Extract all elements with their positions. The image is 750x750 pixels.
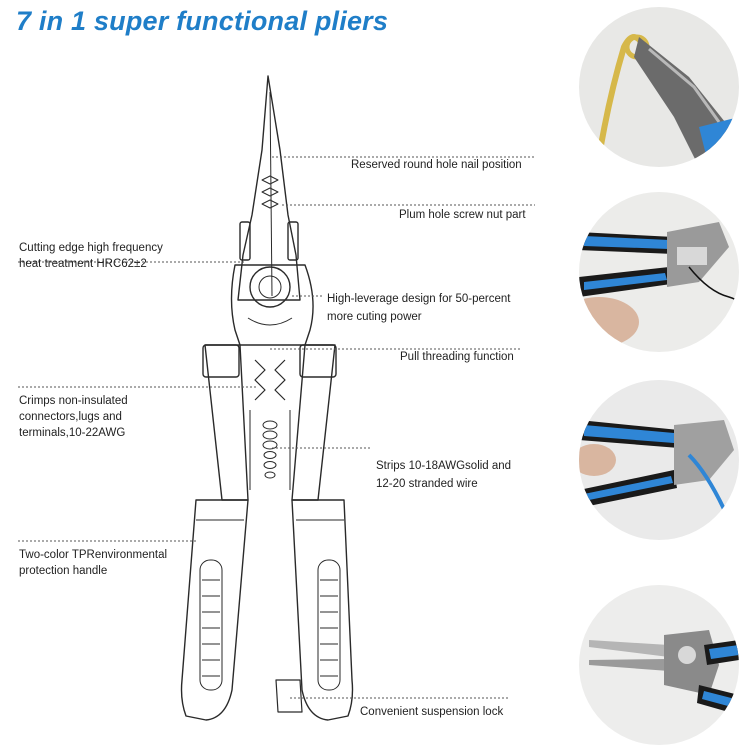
callout-strip-line2: 12-20 stranded wire xyxy=(376,478,478,490)
callout-round-hole: Reserved round hole nail position xyxy=(351,159,522,171)
callout-crimp-line3: terminals,10-22AWG xyxy=(19,427,126,439)
photo-cutting-blue-wire xyxy=(579,380,739,540)
right-handle xyxy=(291,499,354,721)
callout-strip: Strips 10-18AWGsolid and 12-20 stranded … xyxy=(376,457,511,493)
callout-cutting-edge: Cutting edge high frequency heat treatme… xyxy=(19,240,163,272)
photo-stripping-wire xyxy=(579,192,739,352)
callout-leverage: High-leverage design for 50-percent more… xyxy=(327,290,510,326)
callout-pull-thread: Pull threading function xyxy=(400,351,514,363)
callout-plum-hole: Plum hole screw nut part xyxy=(399,209,526,221)
callout-lock: Convenient suspension lock xyxy=(360,706,504,718)
callout-handle: Two-color TPRenvironmental protection ha… xyxy=(19,547,167,579)
photo-nose-closeup xyxy=(579,585,739,745)
callout-crimp: Crimps non-insulated connectors,lugs and… xyxy=(19,393,128,441)
callout-leverage-line1: High-leverage design for 50-percent xyxy=(327,293,511,305)
photo-looping-wire xyxy=(579,7,739,167)
callout-strip-line1: Strips 10-18AWGsolid and xyxy=(376,460,512,472)
callout-crimp-line1: Crimps non-insulated xyxy=(19,395,128,407)
pivot-hole xyxy=(249,266,291,308)
callout-handle-line2: protection handle xyxy=(19,565,108,577)
page-title: 7 in 1 super functional pliers xyxy=(16,6,389,36)
callout-leverage-line2: more cuting power xyxy=(327,311,422,323)
callout-handle-line1: Two-color TPRenvironmental xyxy=(19,549,168,561)
callout-cutting-edge-line1: Cutting edge high frequency xyxy=(19,242,163,254)
left-handle xyxy=(180,499,249,721)
callout-crimp-line2: connectors,lugs and xyxy=(19,411,122,423)
pliers-nose xyxy=(237,75,301,301)
callout-cutting-edge-line2: heat treatment HRC62±2 xyxy=(19,258,147,270)
